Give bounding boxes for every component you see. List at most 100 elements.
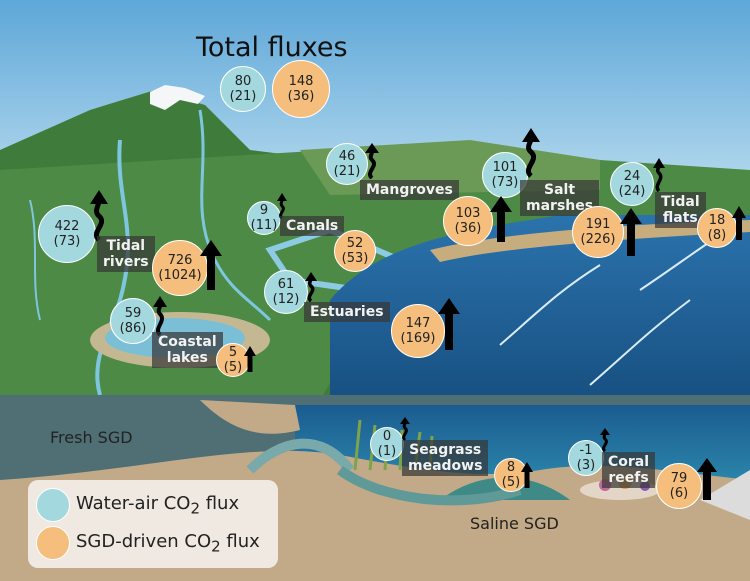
up-arrow-icon bbox=[200, 240, 222, 290]
up-arrow-icon bbox=[438, 298, 460, 350]
legend-swatch-sgd bbox=[36, 526, 70, 560]
flux-value: -1 bbox=[579, 443, 593, 458]
legend-swatch-water-air bbox=[36, 488, 70, 522]
flux-value: 726 bbox=[167, 253, 193, 268]
flux-value: 103 bbox=[455, 206, 481, 221]
flux-uncertainty: (21) bbox=[229, 89, 257, 104]
flux-uncertainty: (73) bbox=[53, 234, 81, 249]
legend-label-sgd: SGD-driven CO2 flux bbox=[76, 530, 260, 556]
flux-uncertainty: (11) bbox=[250, 218, 278, 233]
right-sgd-flux: 18 (8) bbox=[697, 208, 737, 248]
estuaries-water-air-flux: 61 (12) bbox=[264, 270, 308, 314]
flux-uncertainty: (86) bbox=[119, 321, 147, 336]
flux-uncertainty: (8) bbox=[707, 228, 727, 243]
legend: Water-air CO2 flux SGD-driven CO2 flux bbox=[28, 480, 278, 568]
flux-uncertainty: (1024) bbox=[158, 268, 202, 283]
wave bbox=[589, 299, 691, 386]
canals-label: Canals bbox=[280, 216, 345, 236]
flux-uncertainty: (36) bbox=[454, 221, 482, 236]
flux-value: 8 bbox=[506, 460, 516, 475]
flux-value: 59 bbox=[124, 306, 142, 321]
flux-uncertainty: (53) bbox=[341, 251, 369, 266]
salt-marshes-sgd-flux: 103 (36) bbox=[443, 196, 493, 246]
legend-item-sgd: SGD-driven CO2 flux bbox=[36, 526, 260, 560]
tidal-flats-water-air-flux: 24 (24) bbox=[610, 162, 654, 206]
flux-value: 0 bbox=[382, 429, 392, 444]
tidal-rivers-sgd-flux: 726 (1024) bbox=[152, 240, 208, 296]
flux-value: 80 bbox=[234, 74, 252, 89]
reef-rock bbox=[700, 470, 750, 520]
fresh-sgd-label: Fresh SGD bbox=[50, 428, 133, 447]
flux-value: 9 bbox=[259, 203, 269, 218]
legend-label-water-air: Water-air CO2 flux bbox=[76, 492, 240, 518]
flux-uncertainty: (5) bbox=[501, 475, 521, 490]
tidal-rivers-water-air-flux: 422 (73) bbox=[38, 205, 96, 263]
flux-uncertainty: (169) bbox=[400, 331, 436, 346]
wavy-arrow-icon bbox=[153, 296, 167, 336]
flux-uncertainty: (21) bbox=[333, 164, 361, 179]
flux-uncertainty: (5) bbox=[223, 360, 243, 375]
flux-value: 46 bbox=[338, 149, 356, 164]
wavy-arrow-icon bbox=[522, 128, 540, 178]
tidal-flats-sgd-flux: 191 (226) bbox=[572, 206, 624, 258]
wavy-arrow-icon bbox=[600, 428, 610, 452]
canals-water-air-flux: 9 (11) bbox=[247, 201, 281, 235]
snow-cap bbox=[150, 85, 205, 110]
flux-value: 61 bbox=[277, 277, 295, 292]
saline-sgd-label: Saline SGD bbox=[470, 514, 559, 533]
up-arrow-icon bbox=[490, 196, 512, 242]
flux-value: 52 bbox=[346, 236, 364, 251]
flux-value: 148 bbox=[288, 74, 314, 89]
legend-item-water-air: Water-air CO2 flux bbox=[36, 488, 239, 522]
fresh-sgd-flow bbox=[246, 438, 354, 474]
flux-value: 191 bbox=[585, 217, 611, 232]
wavy-arrow-icon bbox=[400, 417, 410, 441]
up-arrow-icon bbox=[732, 206, 746, 240]
flux-value: 79 bbox=[670, 471, 688, 486]
total-sgd-flux: 148 (36) bbox=[272, 60, 330, 118]
wave bbox=[499, 264, 601, 346]
flux-uncertainty: (1) bbox=[377, 444, 397, 459]
flux-value: 5 bbox=[228, 345, 238, 360]
seagrass-sgd-flux: 8 (5) bbox=[494, 458, 528, 492]
flux-uncertainty: (6) bbox=[669, 486, 689, 501]
saline-sgd-flow bbox=[337, 465, 522, 506]
up-arrow-icon bbox=[697, 458, 717, 500]
flux-uncertainty: (3) bbox=[576, 458, 596, 473]
flux-value: 101 bbox=[492, 160, 518, 175]
canals-sgd-flux: 52 (53) bbox=[334, 230, 376, 272]
flux-value: 147 bbox=[405, 316, 431, 331]
flux-uncertainty: (226) bbox=[580, 232, 616, 247]
up-arrow-icon bbox=[620, 208, 642, 256]
wavy-arrow-icon bbox=[365, 143, 379, 179]
flux-value: 24 bbox=[623, 169, 641, 184]
wavy-arrow-icon bbox=[305, 272, 317, 302]
page-title: Total fluxes bbox=[196, 32, 348, 63]
mangroves-water-air-flux: 46 (21) bbox=[326, 143, 368, 185]
total-water-air-flux: 80 (21) bbox=[220, 66, 266, 112]
river bbox=[95, 139, 130, 396]
flux-value: 18 bbox=[708, 213, 726, 228]
flux-uncertainty: (73) bbox=[491, 175, 519, 190]
up-arrow-icon bbox=[521, 462, 533, 488]
flux-uncertainty: (36) bbox=[287, 89, 315, 104]
estuaries-label: Estuaries bbox=[304, 302, 390, 322]
flux-value: 422 bbox=[54, 219, 80, 234]
mangroves-label: Mangroves bbox=[360, 180, 459, 200]
wavy-arrow-icon bbox=[653, 158, 665, 192]
estuaries-sgd-flux: 147 (169) bbox=[391, 304, 445, 358]
coastal-lakes-sgd-flux: 5 (5) bbox=[216, 343, 250, 377]
flux-uncertainty: (24) bbox=[618, 184, 646, 199]
coastal-lakes-water-air-flux: 59 (86) bbox=[110, 298, 156, 344]
coral-water-air-flux: -1 (3) bbox=[568, 440, 604, 476]
flux-uncertainty: (12) bbox=[272, 292, 300, 307]
sediment bbox=[200, 400, 300, 434]
wavy-arrow-icon bbox=[90, 190, 108, 242]
up-arrow-icon bbox=[244, 346, 256, 372]
